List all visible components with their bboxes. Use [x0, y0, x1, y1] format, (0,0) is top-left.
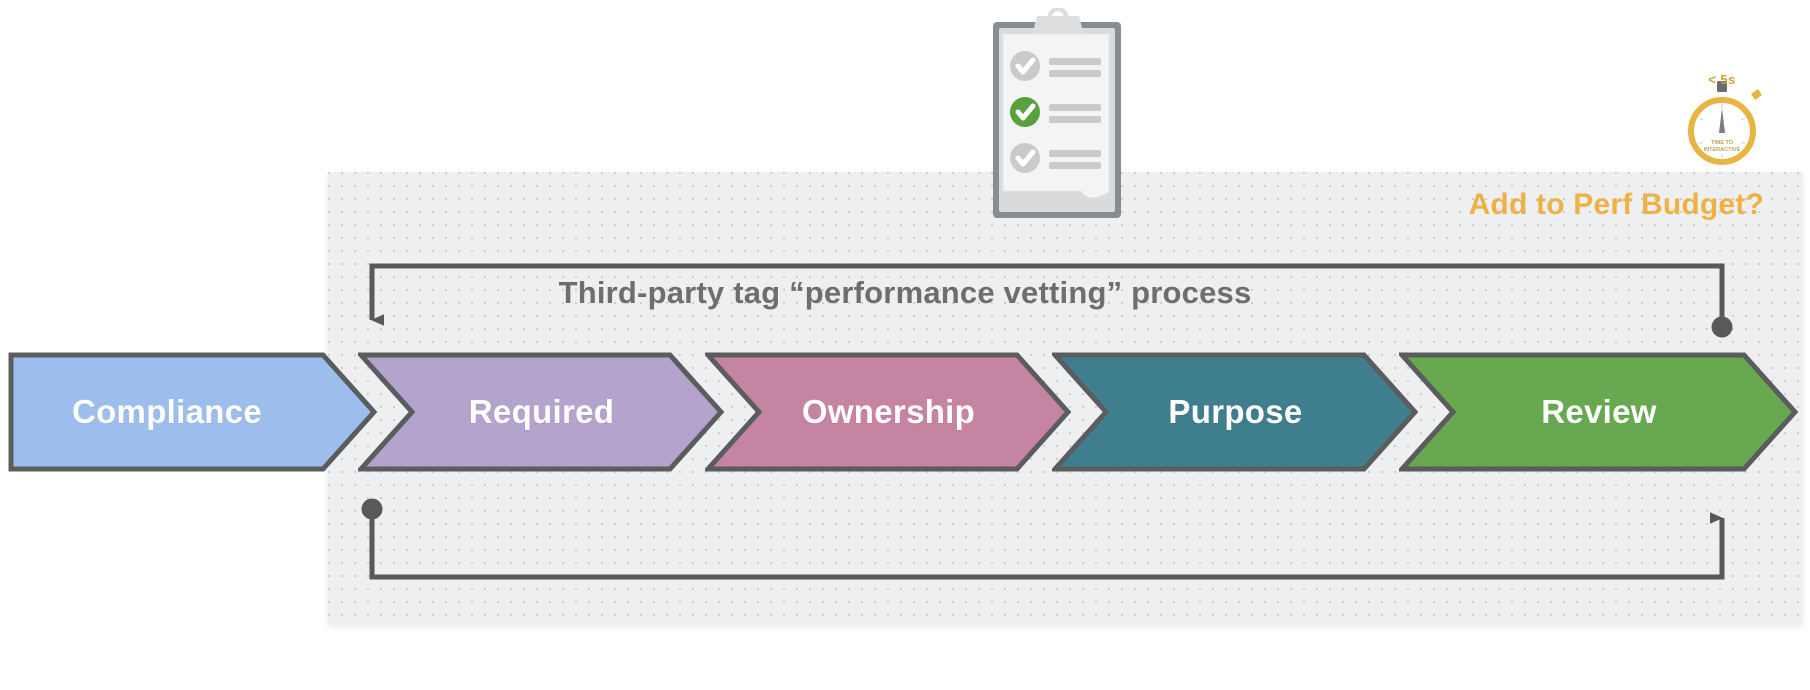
stopwatch-face-line-2: INTERACTIVE: [1704, 147, 1741, 153]
stage-chevron-review[interactable]: Review: [1399, 352, 1799, 472]
check-icon-2: [1015, 103, 1036, 121]
checklist-line-1a: [1049, 58, 1101, 65]
page-title: Third-party tag “performance vetting” pr…: [558, 275, 1252, 310]
checklist-line-2b: [1049, 116, 1101, 123]
checklist-line-2a: [1049, 104, 1101, 111]
stage-chevron-ownership[interactable]: Ownership: [705, 352, 1072, 472]
checklist-line-1b: [1049, 70, 1101, 77]
stage-chevron-required[interactable]: Required: [358, 352, 725, 472]
stage-chevron-purpose[interactable]: Purpose: [1052, 352, 1419, 472]
stage-chevron-compliance[interactable]: Compliance: [8, 352, 378, 472]
chevron-shape: [705, 352, 1072, 472]
process-stage-chain: Compliance Required Ownership Purpose: [0, 352, 1810, 472]
checklist-line-3b: [1049, 162, 1101, 169]
chevron-shape: [8, 352, 378, 472]
stopwatch-threshold-label: < 5s: [1708, 72, 1736, 87]
stopwatch-face-line-1: TIME TO: [1711, 140, 1734, 146]
stopwatch-ticks: [1698, 104, 1746, 158]
check-icon-3: [1015, 149, 1036, 167]
chevron-shape: [1399, 352, 1799, 472]
stopwatch-hand: [1719, 108, 1725, 133]
panel-heading-add-to-perf-budget: Add to Perf Budget?: [1468, 188, 1764, 221]
stopwatch-knob: [1751, 89, 1762, 100]
stopwatch-stem: [1717, 81, 1727, 92]
clipboard-clip-ring: [1047, 8, 1069, 28]
check-icon-1: [1015, 57, 1036, 75]
chevron-shape: [358, 352, 725, 472]
checklist-line-3a: [1049, 150, 1101, 157]
chevron-shape: [1052, 352, 1419, 472]
time-to-interactive-stopwatch-icon: TIME TO INTERACTIVE: [1688, 81, 1762, 165]
checklist-clipboard-icon: [993, 8, 1121, 218]
